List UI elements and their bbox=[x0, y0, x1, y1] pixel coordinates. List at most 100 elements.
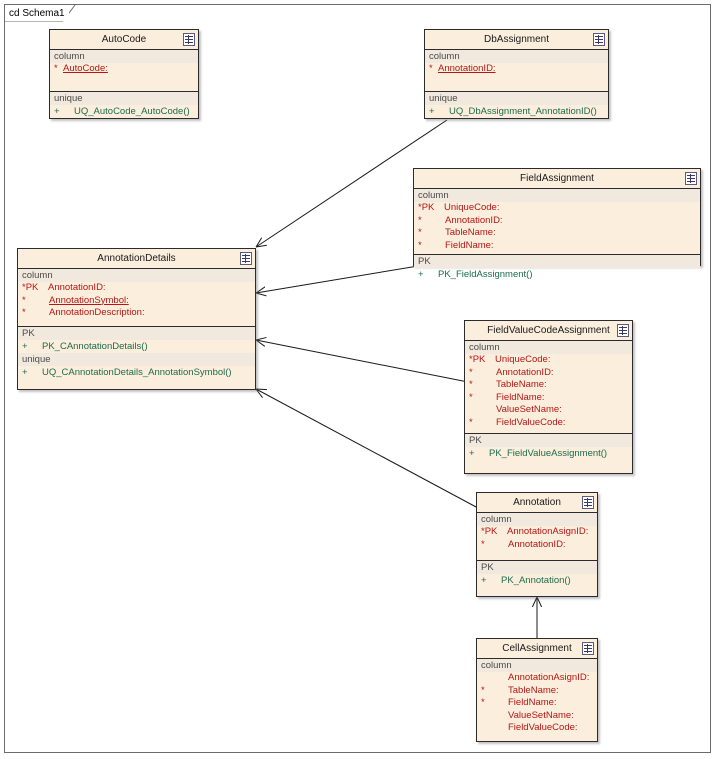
section-label-column: column bbox=[425, 50, 608, 63]
attribute-name: AnnotationID: bbox=[438, 63, 496, 74]
operation-name: UQ_AutoCode_AutoCode() bbox=[74, 106, 190, 117]
class-name-dbassignment: DbAssignment bbox=[483, 34, 550, 45]
compartment-columns-annotationdetails: column *PK AnnotationID: * AnnotationSym… bbox=[18, 269, 255, 327]
attribute-row: * TableName: bbox=[465, 379, 632, 392]
class-box-annotation[interactable]: Annotation column *PK AnnotationAsignID:… bbox=[476, 492, 598, 597]
table-icon bbox=[685, 172, 697, 185]
operation-row: + UQ_CAnnotationDetails_AnnotationSymbol… bbox=[18, 366, 255, 379]
attribute-row: * AnnotationDescription: bbox=[18, 307, 255, 320]
operation-name: UQ_DbAssignment_AnnotationID() bbox=[449, 106, 597, 117]
attribute-row: * AnnotationID: bbox=[477, 539, 597, 552]
attribute-mark: * bbox=[469, 391, 473, 403]
class-box-annotationdetails[interactable]: AnnotationDetails column *PK AnnotationI… bbox=[17, 248, 256, 390]
class-title-annotation: Annotation bbox=[477, 493, 597, 513]
attribute-mark: * bbox=[469, 366, 473, 378]
class-box-autocode[interactable]: AutoCode column * AutoCode: unique + UQ_… bbox=[49, 29, 199, 119]
operation-name: PK_FieldValueAssignment() bbox=[489, 448, 608, 459]
class-box-cellassignment[interactable]: CellAssignment column AnnotationAsignID:… bbox=[476, 638, 598, 742]
attribute-mark: *PK bbox=[418, 202, 435, 213]
attribute-name: FieldName: bbox=[496, 391, 545, 403]
attribute-name: FieldValueCode: bbox=[508, 722, 578, 733]
attribute-name: ValueSetName: bbox=[496, 404, 562, 415]
attribute-name: FieldValueCode: bbox=[496, 416, 566, 428]
attribute-name: UniqueCode: bbox=[444, 202, 500, 213]
attribute-name: AnnotationDescription: bbox=[49, 307, 145, 318]
operation-visibility: + bbox=[22, 341, 28, 352]
section-label-unique: unique bbox=[18, 353, 255, 366]
attribute-row: * AnnotationID: bbox=[465, 367, 632, 380]
compartment-columns-cellassignment: column AnnotationAsignID: * TableName: *… bbox=[477, 659, 597, 738]
attribute-mark: *PK bbox=[481, 526, 498, 537]
class-title-fieldassignment: FieldAssignment bbox=[414, 169, 700, 189]
class-title-dbassignment: DbAssignment bbox=[425, 30, 608, 50]
attribute-mark: * bbox=[418, 239, 422, 251]
attribute-row: AnnotationAsignID: bbox=[477, 672, 597, 685]
attribute-mark: * bbox=[22, 294, 26, 306]
compartment-pk-fieldvaluecodeassignment: PK + PK_FieldValueAssignment() bbox=[465, 434, 632, 463]
attribute-mark bbox=[469, 404, 478, 417]
attribute-name: AnnotationID: bbox=[496, 366, 554, 378]
operation-row: + PK_Annotation() bbox=[477, 574, 597, 587]
compartment-columns-dbassignment: column * AnnotationID: bbox=[425, 50, 608, 92]
attribute-name: ValueSetName: bbox=[508, 709, 574, 721]
attribute-name: TableName: bbox=[496, 379, 547, 390]
attribute-mark: *PK bbox=[469, 354, 486, 365]
operation-row: + PK_FieldAssignment() bbox=[414, 268, 700, 281]
section-label-unique: unique bbox=[425, 92, 608, 105]
diagram-frame-label-text: cd Schema1 bbox=[9, 8, 65, 19]
attribute-name: FieldName: bbox=[508, 697, 557, 708]
attribute-name: AnnotationID: bbox=[508, 538, 566, 550]
compartment-pk-unique-annotationdetails: PK + PK_CAnnotationDetails() unique + UQ… bbox=[18, 327, 255, 382]
class-box-fieldvaluecodeassignment[interactable]: FieldValueCodeAssignment column *PK Uniq… bbox=[464, 320, 633, 474]
attribute-row: * FieldValueCode: bbox=[465, 417, 632, 430]
table-icon bbox=[582, 642, 594, 655]
attribute-row: * TableName: bbox=[414, 227, 700, 240]
section-label-column: column bbox=[18, 269, 255, 282]
class-box-fieldassignment[interactable]: FieldAssignment column *PK UniqueCode: *… bbox=[413, 168, 701, 280]
attribute-name: TableName: bbox=[445, 227, 496, 238]
attribute-row: *PK AnnotationAsignID: bbox=[477, 526, 597, 539]
attribute-mark: * bbox=[481, 684, 485, 696]
section-label-pk: PK bbox=[414, 255, 700, 268]
compartment-pk-fieldassignment: PK + PK_FieldAssignment() bbox=[414, 255, 700, 284]
operation-visibility: + bbox=[54, 106, 60, 117]
attribute-row: ValueSetName: bbox=[465, 404, 632, 417]
section-label-column: column bbox=[414, 189, 700, 202]
attribute-name: FieldName: bbox=[445, 239, 494, 251]
class-name-fieldvaluecodeassignment: FieldValueCodeAssignment bbox=[487, 325, 610, 336]
section-label-pk: PK bbox=[18, 327, 255, 340]
attribute-row: * FieldName: bbox=[477, 697, 597, 710]
section-label-column: column bbox=[465, 341, 632, 354]
attribute-row: * FieldName: bbox=[465, 392, 632, 405]
attribute-name: UniqueCode: bbox=[495, 354, 551, 365]
class-title-cellassignment: CellAssignment bbox=[477, 639, 597, 659]
table-icon bbox=[183, 33, 195, 46]
operation-visibility: + bbox=[469, 448, 475, 459]
operation-name: PK_CAnnotationDetails() bbox=[42, 341, 148, 352]
operation-visibility: + bbox=[429, 106, 435, 117]
operation-row: + UQ_DbAssignment_AnnotationID() bbox=[425, 105, 608, 118]
attribute-row: *PK UniqueCode: bbox=[414, 202, 700, 215]
attribute-row: * TableName: bbox=[477, 685, 597, 698]
attribute-mark bbox=[481, 672, 490, 685]
attribute-mark: * bbox=[418, 214, 422, 226]
table-icon bbox=[593, 33, 605, 46]
class-name-fieldassignment: FieldAssignment bbox=[520, 173, 594, 184]
attribute-row: ValueSetName: bbox=[477, 710, 597, 723]
attribute-row: * AnnotationID: bbox=[414, 215, 700, 228]
compartment-columns-autocode: column * AutoCode: bbox=[50, 50, 198, 92]
attribute-row: * AnnotationSymbol: bbox=[18, 295, 255, 308]
class-box-dbassignment[interactable]: DbAssignment column * AnnotationID: uniq… bbox=[424, 29, 609, 119]
compartment-unique-dbassignment: unique + UQ_DbAssignment_AnnotationID() bbox=[425, 92, 608, 121]
attribute-mark: * bbox=[418, 227, 422, 238]
attribute-row: *PK AnnotationID: bbox=[18, 282, 255, 295]
operation-visibility: + bbox=[481, 575, 487, 586]
diagram-frame-label: cd Schema1 bbox=[4, 4, 69, 21]
class-name-annotation: Annotation bbox=[513, 497, 561, 508]
attribute-mark bbox=[481, 722, 490, 735]
table-icon bbox=[582, 496, 594, 509]
attribute-row: * FieldName: bbox=[414, 240, 700, 253]
section-label-pk: PK bbox=[477, 561, 597, 574]
table-icon bbox=[240, 252, 252, 265]
